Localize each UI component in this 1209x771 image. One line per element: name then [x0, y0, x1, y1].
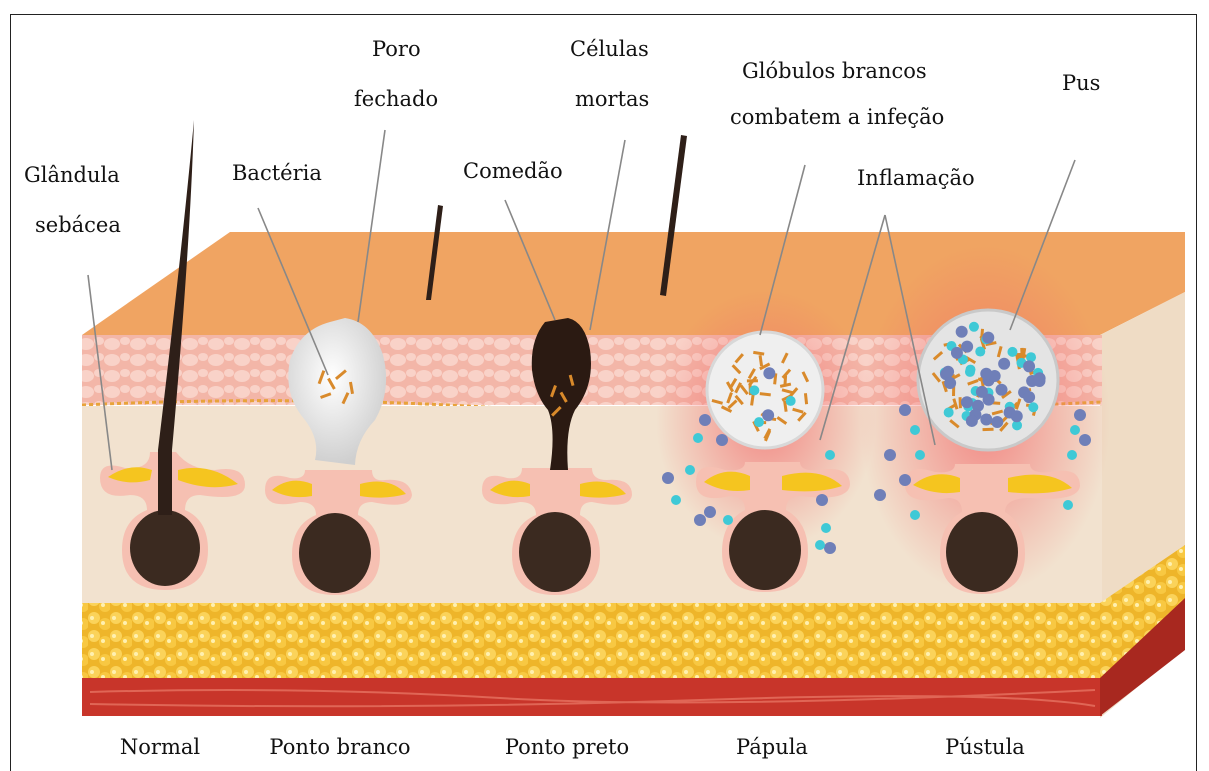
- pus-cell: [998, 358, 1010, 370]
- white-blood-cell: [662, 472, 674, 484]
- white-blood-cell: [723, 515, 733, 525]
- white-blood-cell: [716, 434, 728, 446]
- label-white-blood-cells-line1: Glóbulos brancos: [742, 56, 927, 86]
- label-dead-cells-line2: mortas: [575, 84, 649, 114]
- fat-layer: [82, 603, 1102, 681]
- white-blood-cell: [693, 433, 703, 443]
- pus-cell: [956, 326, 968, 338]
- pus-cell: [762, 409, 774, 421]
- white-blood-cell: [975, 347, 985, 357]
- white-blood-cell: [899, 404, 911, 416]
- pus-cell: [951, 347, 963, 359]
- label-closed-pore-line1: Poro: [372, 34, 421, 64]
- stage-label-normal: Normal: [120, 735, 200, 759]
- pus-cell: [1023, 391, 1035, 403]
- white-blood-cell: [704, 506, 716, 518]
- white-blood-cell: [969, 322, 979, 332]
- stage-label-papule: Pápula: [736, 735, 808, 759]
- pus-cell: [1034, 372, 1046, 384]
- pus-cell: [980, 413, 992, 425]
- pus-cell: [944, 377, 956, 389]
- white-blood-cell: [671, 495, 681, 505]
- white-blood-cell: [1079, 434, 1091, 446]
- white-blood-cell: [899, 474, 911, 486]
- white-blood-cell: [816, 494, 828, 506]
- white-blood-cell: [749, 385, 759, 395]
- white-blood-cell: [910, 510, 920, 520]
- white-blood-cell: [685, 465, 695, 475]
- label-pus: Pus: [1062, 68, 1100, 98]
- pus-cell: [982, 332, 994, 344]
- white-blood-cell: [1067, 450, 1077, 460]
- stage-label-pustule: Pústula: [945, 735, 1025, 759]
- label-sebaceous-gland-line1: Glândula: [24, 160, 120, 190]
- stage-label-blackhead: Ponto preto: [505, 735, 629, 759]
- pus-cell: [1023, 360, 1035, 372]
- white-blood-cell: [821, 523, 831, 533]
- white-blood-cell: [1007, 347, 1017, 357]
- white-blood-cell: [694, 514, 706, 526]
- pus-cell: [996, 384, 1008, 396]
- white-blood-cell: [944, 407, 954, 417]
- bacterium: [982, 428, 993, 431]
- pus-cell: [763, 367, 775, 379]
- white-blood-cell: [1028, 402, 1038, 412]
- white-blood-cell: [754, 417, 764, 427]
- label-sebaceous-gland-line2: sebácea: [35, 210, 121, 240]
- pus-cell: [991, 416, 1003, 428]
- white-blood-cell: [910, 425, 920, 435]
- white-blood-cell: [1074, 409, 1086, 421]
- label-white-blood-cells-line2: combatem a infeção: [730, 102, 944, 132]
- white-blood-cell: [965, 367, 975, 377]
- white-blood-cell: [824, 542, 836, 554]
- stage-label-whitehead: Ponto branco: [269, 735, 410, 759]
- pus-cell: [980, 368, 992, 380]
- pus-cell: [966, 415, 978, 427]
- white-blood-cell: [1070, 425, 1080, 435]
- white-blood-cell: [874, 489, 886, 501]
- pus-cell: [976, 386, 988, 398]
- white-blood-cell: [884, 449, 896, 461]
- label-comedo: Comedão: [463, 156, 563, 186]
- white-blood-cell: [825, 450, 835, 460]
- pus-cell: [1011, 410, 1023, 422]
- white-blood-cell: [699, 414, 711, 426]
- pus-cell: [942, 366, 954, 378]
- label-dead-cells-line1: Células: [570, 34, 649, 64]
- label-inflammation: Inflamação: [857, 163, 975, 193]
- label-closed-pore-line2: fechado: [354, 84, 438, 114]
- label-bacteria: Bactéria: [232, 158, 322, 188]
- white-blood-cell: [915, 450, 925, 460]
- pus-cell: [961, 341, 973, 353]
- white-blood-cell: [815, 540, 825, 550]
- white-blood-cell: [786, 396, 796, 406]
- pus-cell: [961, 396, 973, 408]
- white-blood-cell: [1063, 500, 1073, 510]
